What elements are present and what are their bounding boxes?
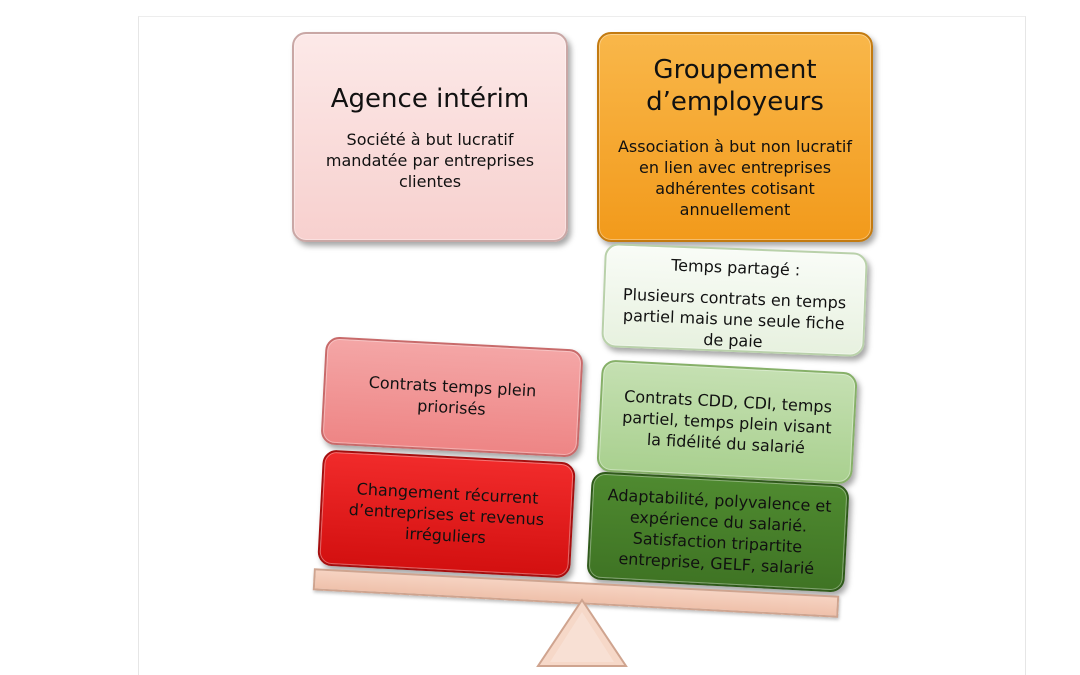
balance-fulcrum <box>536 598 628 667</box>
shared-time-title: Temps partagé : <box>670 255 801 280</box>
company-change-block: Changement récurrent d’entreprises et re… <box>317 449 576 579</box>
slide-frame <box>138 16 1026 675</box>
adaptability-text: Adaptabilité, polyvalence et expérience … <box>607 485 833 579</box>
company-change-text: Changement récurrent d’entreprises et re… <box>348 478 545 547</box>
contracts-block: Contrats CDD, CDI, temps partiel, temps … <box>596 359 858 485</box>
fulltime-contracts-text: Contrats temps plein priorisés <box>368 372 537 419</box>
employer-group-card: Groupement d’employeurs Association à bu… <box>597 32 873 242</box>
interim-agency-description: Société à but lucratif mandatée par entr… <box>325 129 535 191</box>
adaptability-block: Adaptabilité, polyvalence et expérience … <box>586 471 850 593</box>
employer-group-description: Association à but non lucratif en lien a… <box>617 137 852 219</box>
shared-time-text: Plusieurs contrats en temps partiel mais… <box>622 284 847 352</box>
interim-agency-title: Agence intérim <box>330 83 530 114</box>
employer-group-title: Groupement d’employeurs <box>646 55 824 117</box>
contracts-text: Contrats CDD, CDI, temps partiel, temps … <box>621 386 833 457</box>
fulltime-contracts-block: Contrats temps plein priorisés <box>320 336 584 458</box>
shared-time-block: Temps partagé : Plusieurs contrats en te… <box>601 242 868 358</box>
interim-agency-card: Agence intérim Société à but lucratif ma… <box>292 32 568 242</box>
